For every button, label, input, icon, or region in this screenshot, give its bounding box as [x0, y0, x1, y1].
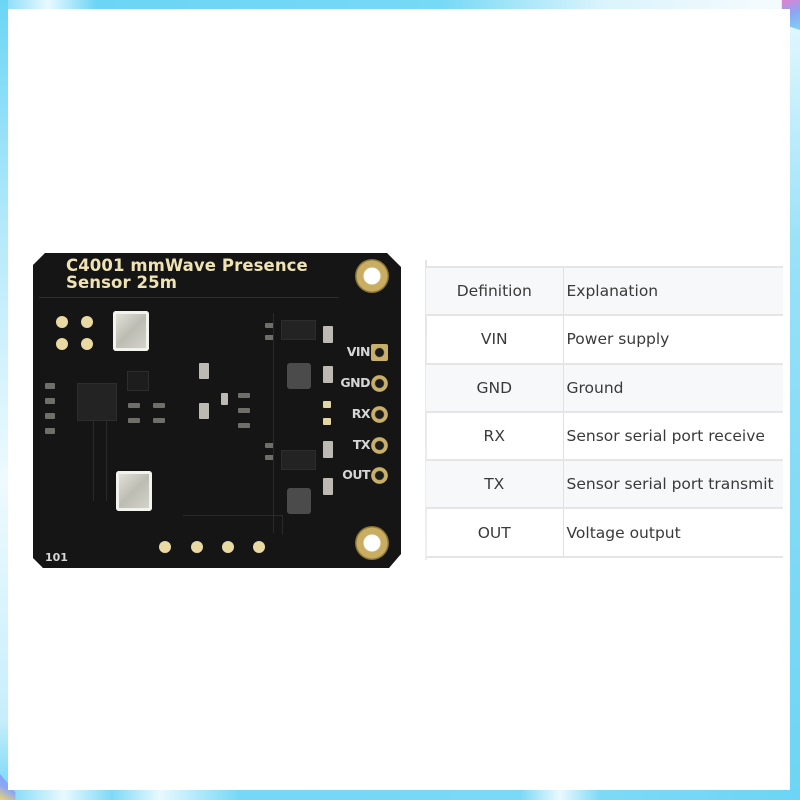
smd-pad: [323, 401, 331, 408]
pcb-trace: [93, 421, 107, 501]
test-pad: [159, 541, 171, 553]
decorative-frame-top: [0, 0, 800, 9]
test-pad: [253, 541, 265, 553]
pin-pad-rx: [371, 406, 388, 423]
smd-component: [45, 413, 55, 419]
cell-explanation: Sensor serial port receive: [563, 410, 783, 461]
smd-component: [265, 455, 274, 460]
smd-component: [153, 403, 165, 408]
board-title: C4001 mmWave Presence Sensor 25m: [66, 257, 308, 291]
cell-definition: OUT: [426, 507, 564, 558]
pin-pad-gnd: [371, 375, 388, 392]
pin-label-vin: VIN: [346, 344, 371, 359]
pin-label-rx: RX: [351, 406, 371, 421]
pin-label-gnd: GND: [340, 375, 370, 390]
pin-pad-vin: [371, 344, 388, 361]
ic-chip: [77, 383, 117, 421]
cell-explanation: Sensor serial port transmit: [563, 459, 783, 509]
board-title-line1: C4001 mmWave Presence: [66, 256, 308, 275]
test-pad: [81, 338, 93, 350]
pcb-trace: [273, 313, 275, 533]
smd-component: [265, 443, 274, 448]
mounting-hole-top: [355, 259, 389, 293]
smd-pad: [323, 418, 331, 425]
smd-component: [323, 441, 333, 458]
smd-component: [323, 366, 333, 383]
smd-component: [265, 323, 274, 328]
smd-component: [153, 418, 165, 423]
cell-explanation: Power supply: [563, 314, 783, 364]
board-title-line2: Sensor 25m: [66, 273, 178, 292]
mounting-hole-bottom: [355, 526, 389, 560]
cell-definition: RX: [426, 410, 564, 461]
test-pad: [56, 316, 68, 328]
table-header-row: Definition Explanation: [426, 265, 783, 316]
smd-component: [238, 423, 250, 428]
inductor-component: [287, 488, 311, 514]
crystal-component: [113, 311, 149, 351]
pin-pad-tx: [371, 437, 388, 454]
smd-component: [128, 418, 140, 423]
table-row: OUT Voltage output: [426, 507, 783, 558]
table-row: GND Ground: [426, 362, 783, 412]
ic-chip: [281, 450, 316, 470]
board-id-label: 101: [45, 551, 68, 564]
decorative-frame-right: [790, 0, 800, 800]
header-definition: Definition: [426, 265, 564, 316]
smd-component: [128, 403, 140, 408]
smd-component: [45, 398, 55, 404]
cell-explanation: Voltage output: [563, 507, 783, 558]
cell-definition: GND: [426, 362, 564, 412]
test-pad: [191, 541, 203, 553]
smd-component: [238, 408, 250, 413]
smd-component: [199, 363, 209, 379]
pin-label-out: OUT: [342, 467, 370, 482]
decorative-frame-bottom: [0, 790, 800, 800]
pin-definition-table: Definition Explanation VIN Power supply …: [426, 265, 783, 558]
smd-component: [323, 326, 333, 343]
table-row: VIN Power supply: [426, 314, 783, 364]
silkscreen-divider: [39, 297, 339, 298]
ic-chip: [127, 371, 149, 391]
smd-component: [265, 335, 274, 340]
smd-component: [199, 403, 209, 419]
test-pad: [81, 316, 93, 328]
cell-explanation: Ground: [563, 362, 783, 412]
crystal-component: [116, 471, 152, 511]
smd-component: [238, 393, 250, 398]
smd-component: [45, 428, 55, 434]
test-pad: [56, 338, 68, 350]
cell-definition: TX: [426, 459, 564, 509]
table-row: TX Sensor serial port transmit: [426, 459, 783, 509]
smd-component: [323, 478, 333, 495]
header-explanation: Explanation: [563, 265, 783, 316]
decorative-frame-left: [0, 0, 8, 800]
smd-component: [45, 383, 55, 389]
cell-definition: VIN: [426, 314, 564, 364]
ic-chip: [281, 320, 316, 340]
pin-label-tx: TX: [352, 437, 371, 452]
test-pad: [222, 541, 234, 553]
pcb-trace: [183, 515, 283, 535]
inductor-component: [287, 363, 311, 389]
pin-pad-out: [371, 467, 388, 484]
smd-component: [221, 393, 228, 405]
table-row: RX Sensor serial port receive: [426, 410, 783, 461]
sensor-board-image: C4001 mmWave Presence Sensor 25m: [33, 253, 401, 568]
